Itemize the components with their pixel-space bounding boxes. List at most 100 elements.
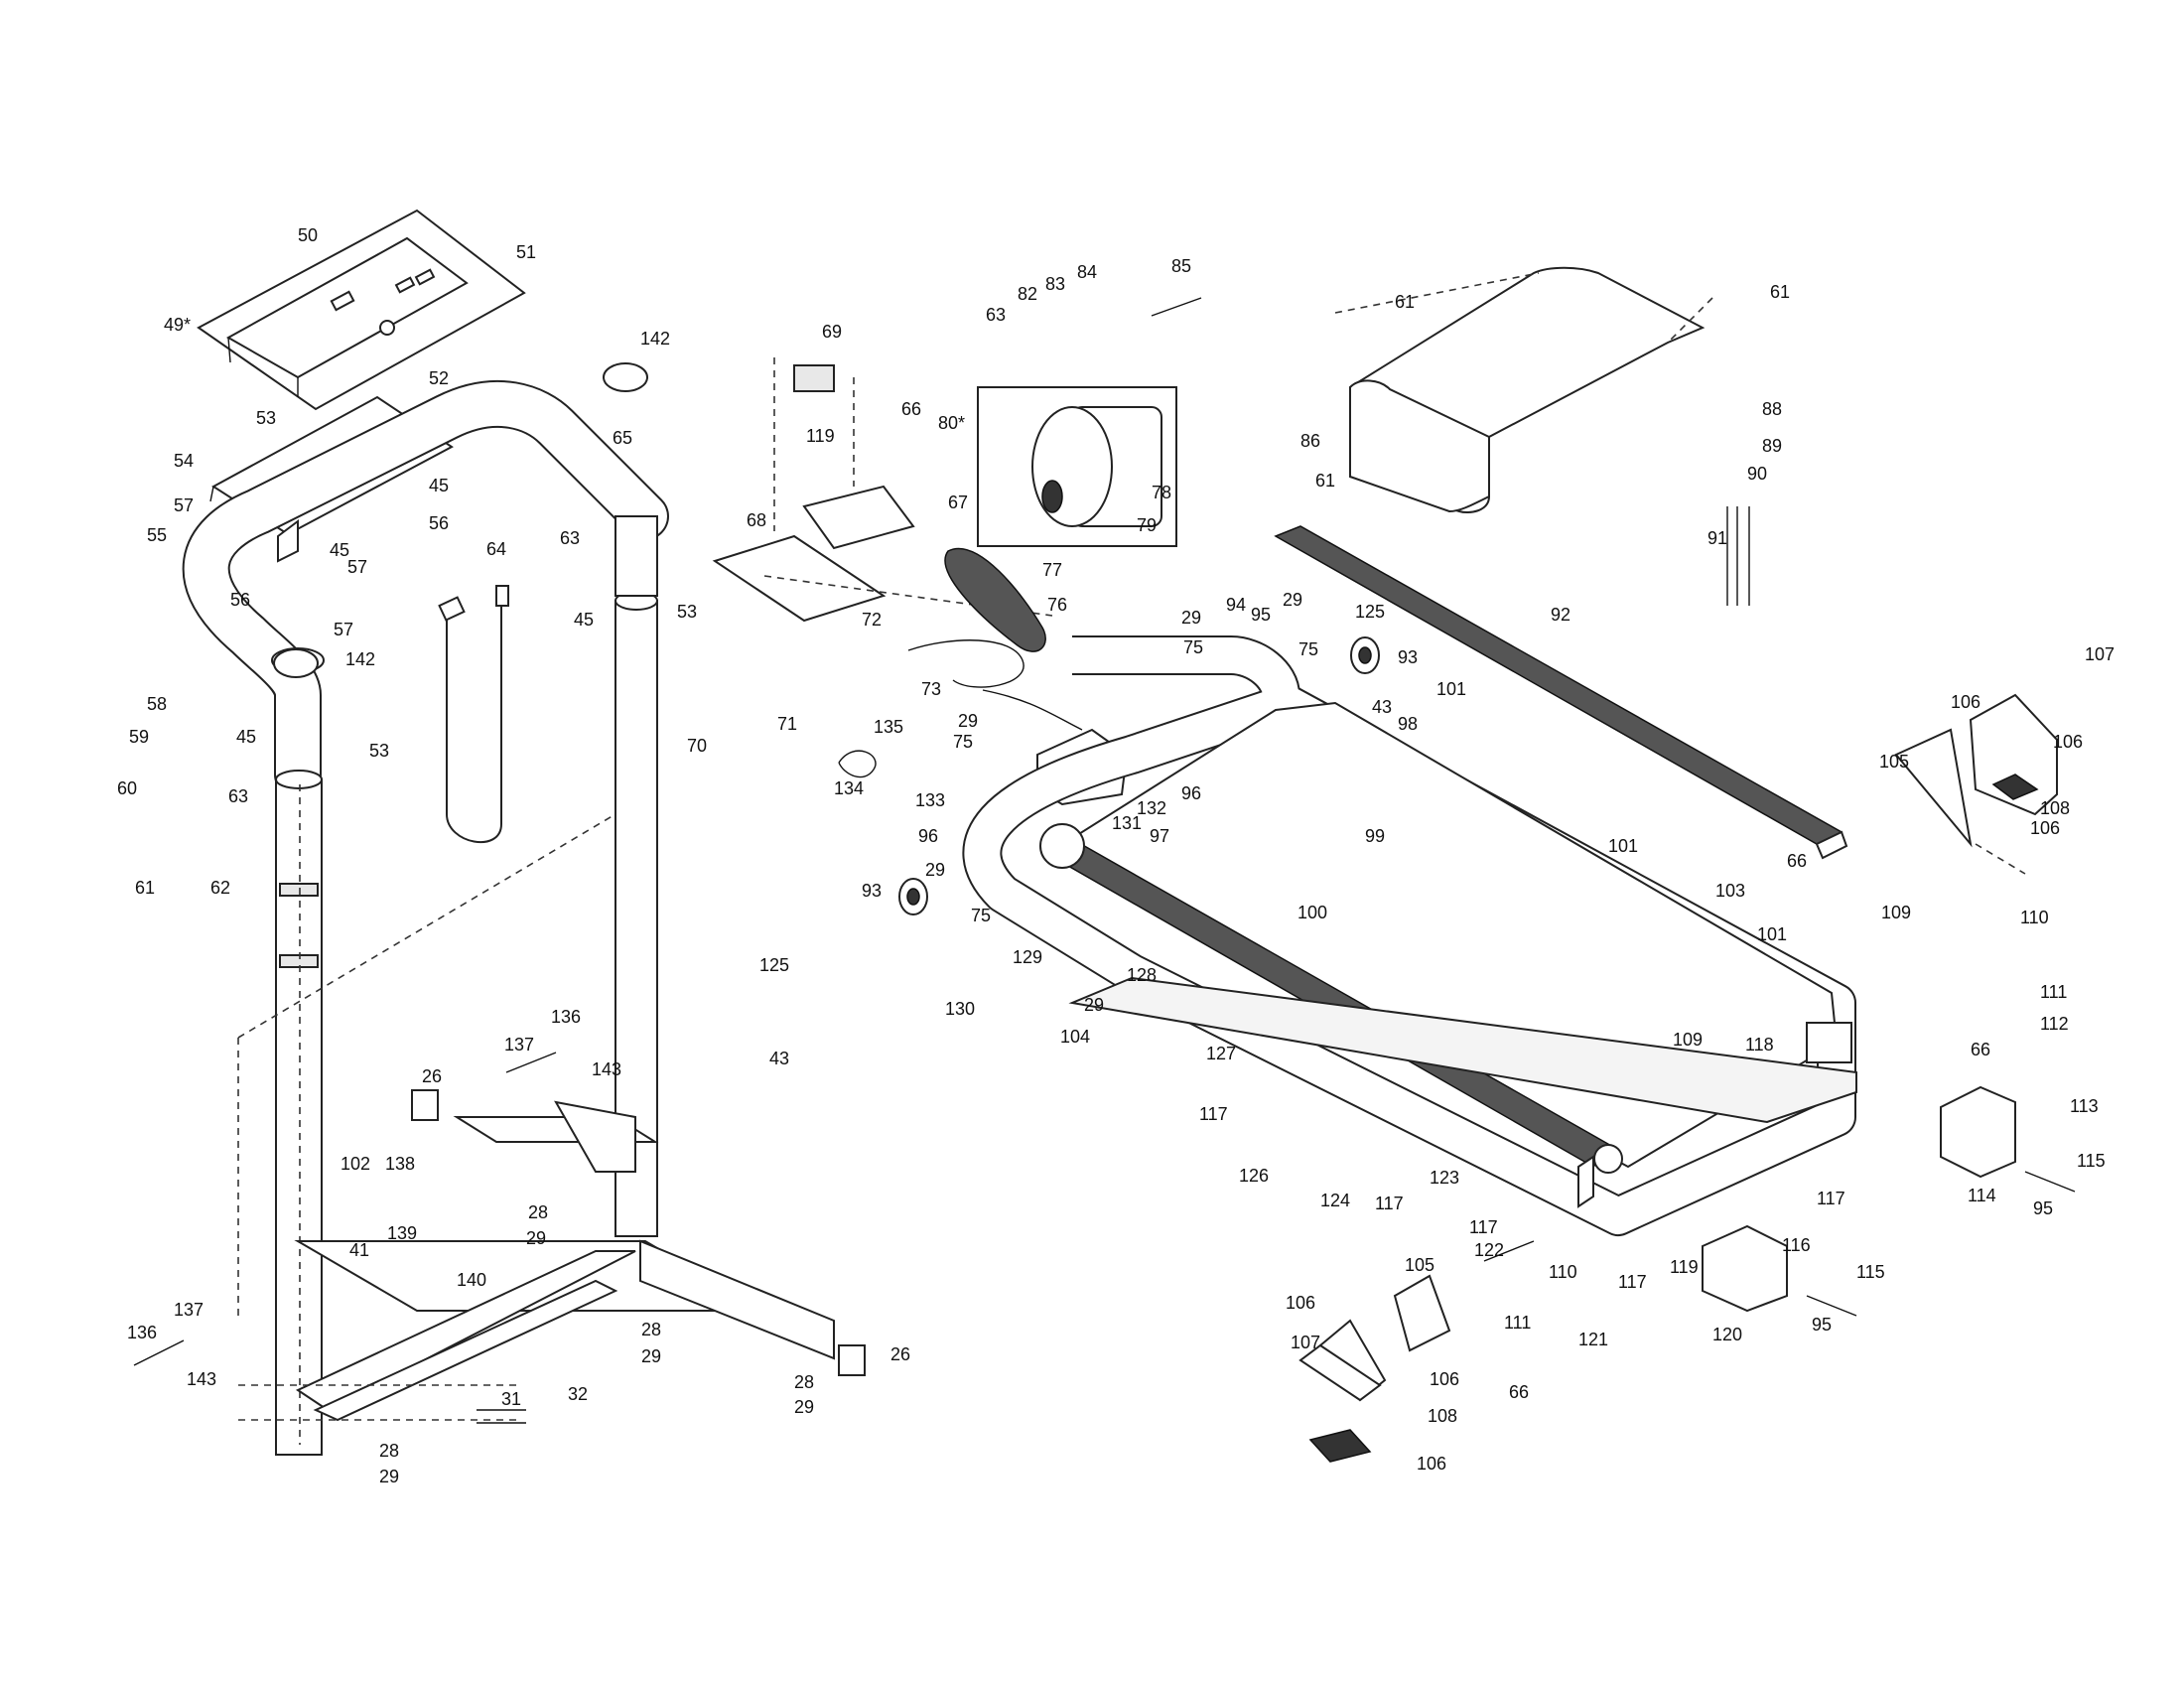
part-label: 108 (2040, 798, 2070, 818)
part-label: 95 (2033, 1198, 2053, 1218)
part-label: 105 (1879, 752, 1909, 772)
part-label: 57 (334, 620, 353, 639)
walking-platform (962, 635, 1857, 1236)
part-label: 64 (486, 539, 506, 559)
part-label: 115 (1856, 1262, 1885, 1282)
part-label: 60 (117, 778, 137, 798)
rear-foot-right (1894, 693, 2058, 875)
part-label: 63 (228, 786, 248, 806)
roller-front (1350, 636, 1380, 674)
part-label: 85 (1171, 256, 1191, 276)
end-caps (273, 362, 866, 1376)
part-label: 58 (147, 694, 167, 714)
part-label: 75 (971, 906, 991, 925)
part-label: 29 (1283, 590, 1302, 610)
part-label: 101 (1436, 679, 1466, 699)
part-label: 120 (1712, 1325, 1742, 1344)
part-label: 29 (958, 711, 978, 731)
part-label: 133 (915, 790, 945, 810)
roller-rear (898, 878, 928, 915)
part-label: 61 (1395, 292, 1415, 312)
part-label: 28 (641, 1320, 661, 1339)
part-label: 137 (174, 1300, 204, 1320)
part-label: 111 (2040, 982, 2067, 1002)
part-label: 29 (1084, 995, 1104, 1015)
part-label: 82 (1018, 284, 1037, 304)
part-label: 116 (1782, 1235, 1811, 1255)
part-label: 102 (341, 1154, 370, 1174)
part-label: 72 (862, 610, 882, 630)
part-label: 136 (127, 1323, 157, 1342)
part-label: 109 (1673, 1030, 1703, 1050)
part-label: 117 (1817, 1189, 1845, 1208)
part-label: 86 (1300, 431, 1320, 451)
part-label: 143 (187, 1369, 216, 1389)
part-label: 131 (1112, 813, 1142, 833)
part-label: 70 (687, 736, 707, 756)
part-label: 88 (1762, 399, 1782, 419)
part-label: 56 (429, 513, 449, 533)
part-label: 121 (1578, 1330, 1608, 1349)
part-label: 52 (429, 368, 449, 388)
base-frame (237, 813, 835, 1422)
part-label: 103 (1715, 881, 1745, 901)
part-label: 53 (256, 408, 276, 428)
part-label: 73 (921, 679, 941, 699)
part-label: 142 (345, 649, 375, 669)
part-label: 78 (1152, 483, 1171, 502)
part-label: 29 (794, 1397, 814, 1417)
part-label: 140 (457, 1270, 486, 1290)
part-label: 66 (1971, 1040, 1990, 1059)
part-label: 45 (236, 727, 256, 747)
part-label: 75 (953, 732, 973, 752)
part-label: 29 (1181, 608, 1201, 628)
part-label: 76 (1047, 595, 1067, 615)
part-label: 92 (1551, 605, 1570, 625)
part-label: 95 (1251, 605, 1271, 625)
part-label: 80* (938, 413, 965, 433)
part-label: 61 (1770, 282, 1790, 302)
part-label: 51 (516, 242, 536, 262)
part-label: 109 (1881, 903, 1911, 922)
part-label: 117 (1199, 1104, 1228, 1124)
part-label: 54 (174, 451, 194, 471)
part-label: 66 (1787, 851, 1807, 871)
part-label: 124 (1320, 1191, 1350, 1210)
part-label: 29 (641, 1346, 661, 1366)
part-label: 90 (1747, 464, 1767, 484)
part-label: 77 (1042, 560, 1062, 580)
part-label: 71 (777, 714, 797, 734)
part-label: 115 (2077, 1151, 2106, 1171)
cover-116 (1702, 1224, 1788, 1313)
part-label: 139 (387, 1223, 417, 1243)
part-label: 67 (948, 493, 968, 512)
part-label: 28 (528, 1202, 548, 1222)
part-label: 99 (1365, 826, 1385, 846)
motor-hood (1334, 266, 1713, 514)
part-label: 26 (890, 1344, 910, 1364)
part-label: 61 (135, 878, 155, 898)
part-label: 101 (1757, 924, 1787, 944)
part-label: 45 (429, 476, 449, 495)
fastener-bolts (133, 297, 2076, 1424)
part-label: 94 (1226, 595, 1246, 615)
part-label: 119 (806, 426, 835, 446)
part-label: 118 (1745, 1035, 1774, 1055)
part-label: 110 (1549, 1262, 1577, 1282)
part-label: 127 (1206, 1044, 1236, 1063)
part-label: 104 (1060, 1027, 1090, 1047)
part-label: 95 (1812, 1315, 1832, 1335)
part-label: 122 (1474, 1240, 1504, 1260)
drive-belt (944, 548, 1046, 652)
part-label: 119 (1670, 1257, 1699, 1277)
part-label: 45 (330, 540, 349, 560)
part-label: 55 (147, 525, 167, 545)
part-label: 134 (834, 778, 864, 798)
cover-114 (1940, 1085, 2016, 1179)
part-label: 113 (2070, 1096, 2099, 1116)
part-label: 28 (794, 1372, 814, 1392)
part-label: 61 (1315, 471, 1335, 491)
part-label: 142 (640, 329, 670, 349)
motor-assembly (977, 386, 1177, 547)
